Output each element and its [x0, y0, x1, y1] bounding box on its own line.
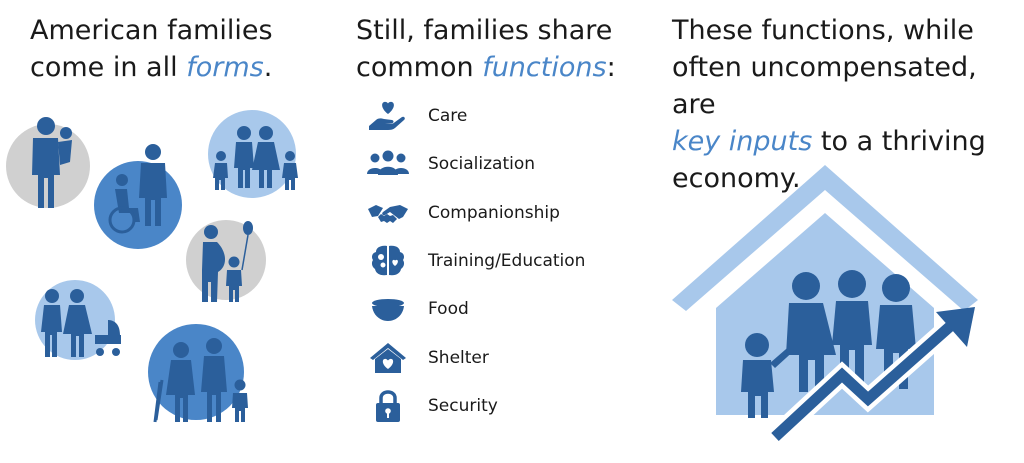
multigenerational-family-icon [148, 324, 248, 423]
heading-line: economy. [672, 163, 801, 194]
single-parent-family-icon [6, 117, 90, 208]
families-functions-heading: Still, families share common functions: [356, 12, 656, 86]
function-training-education: Training/Education [366, 237, 585, 285]
function-security: Security [366, 382, 585, 430]
growth-arrow-icon [768, 307, 975, 445]
heading-text: come in all [30, 52, 187, 83]
heading-text: common [356, 52, 483, 83]
function-label: Care [428, 106, 468, 127]
family-forms-illustration [6, 110, 298, 423]
highlight-functions: functions [482, 52, 607, 83]
families-forms-heading: American families come in all forms. [30, 12, 330, 86]
heading-line: American families [30, 15, 273, 46]
group-icon [367, 150, 409, 176]
heading-text: . [263, 52, 273, 83]
brain-icon [371, 245, 405, 276]
function-label: Security [428, 395, 498, 416]
heading-line: often uncompensated, are [672, 52, 977, 120]
heading-line: These functions, while [672, 15, 974, 46]
heading-text: to a thriving [812, 126, 986, 157]
two-parent-family-icon [208, 110, 298, 198]
function-label: Socialization [428, 154, 536, 175]
function-label: Shelter [428, 347, 489, 368]
house-heart-icon [370, 342, 406, 373]
function-label: Companionship [428, 202, 560, 223]
couple-with-baby-icon [35, 280, 121, 360]
wheelchair-family-icon [94, 144, 182, 249]
heading-line: come in all forms. [30, 49, 330, 86]
padlock-icon [376, 390, 400, 422]
function-shelter: Shelter [366, 333, 585, 381]
heading-line: Still, families share [356, 15, 613, 46]
heading-line: key inputs to a thriving [672, 123, 1012, 160]
function-label: Training/Education [428, 251, 586, 272]
functions-list: Care Socialization Companionship Trainin… [366, 92, 585, 430]
bowl-icon [372, 299, 404, 322]
heart-hand-icon [369, 102, 405, 131]
function-label: Food [428, 299, 469, 320]
heading-text: : [606, 52, 616, 83]
function-socialization: Socialization [366, 140, 585, 188]
function-food: Food [366, 285, 585, 333]
function-care: Care [366, 92, 585, 140]
key-inputs-heading: These functions, while often uncompensat… [672, 12, 1012, 197]
handshake-icon [368, 204, 408, 223]
expecting-family-icon [186, 220, 266, 302]
heading-line: common functions: [356, 49, 656, 86]
highlight-key-inputs: key inputs [672, 126, 813, 157]
highlight-forms: forms [186, 52, 264, 83]
function-companionship: Companionship [366, 189, 585, 237]
